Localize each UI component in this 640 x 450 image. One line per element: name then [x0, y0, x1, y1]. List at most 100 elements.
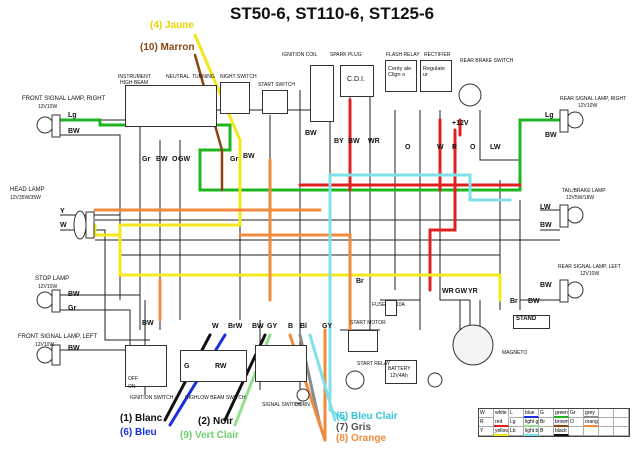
- legend-empty-cell: [599, 427, 614, 436]
- battery-spec: 12V4Ah: [390, 373, 408, 379]
- ignition-coil-box: [310, 65, 334, 122]
- label-noir: (2) Noir: [198, 416, 233, 427]
- code-bw-stand: BW: [528, 298, 540, 305]
- ignition-switch-box: [125, 345, 167, 387]
- base-wiring: [60, 90, 560, 395]
- turning-label: TURNING: [192, 74, 215, 80]
- start-relay-box: [348, 330, 378, 352]
- code-bw-tail: BW: [540, 222, 552, 229]
- code-lg-front: Lg: [68, 112, 77, 119]
- start-switch-box: [262, 90, 288, 114]
- label-gris: (7) Gris: [336, 422, 372, 433]
- code-12v: +12V: [452, 120, 469, 127]
- code-bw-stop: BW: [68, 291, 80, 298]
- signal-switch-box: [255, 345, 307, 382]
- code-bw-rear: BW: [545, 132, 557, 139]
- legend-cell: O: [569, 418, 584, 427]
- flash-relay-inner: Centy ale Clign o: [388, 66, 412, 78]
- neutral-label: NEUTRAL: [166, 74, 190, 80]
- legend-cell: Y: [479, 427, 494, 436]
- rear-signal-right-label: REAR SIGNAL LAMP, RIGHT: [560, 96, 627, 102]
- code-bw-rsl: BW: [540, 282, 552, 289]
- start-motor-label: START MOTOR: [350, 320, 386, 326]
- code-gr-night: Gr: [230, 156, 239, 163]
- legend-empty-cell: [614, 427, 629, 436]
- legend-cell: yellow: [494, 427, 509, 436]
- legend-empty-cell: [599, 409, 614, 418]
- cyan-wire: [328, 173, 512, 422]
- rear-brake-switch-label: REAR BRAKE SWITCH: [460, 58, 514, 64]
- code-br-stand: Br: [510, 298, 518, 305]
- rear-signal-right-spec: 12V10W: [578, 103, 598, 109]
- tail-brake-lamp-label: TAIL/BRAKE LAMP: [562, 188, 606, 194]
- legend-cell: grey: [584, 409, 599, 418]
- rear-signal-left-label: REAR SIGNAL LAMP, LEFT: [558, 264, 621, 270]
- code-bw-cdi: BW: [348, 138, 360, 145]
- legend-cell: W: [479, 409, 494, 418]
- tail-brake-lamp-spec: 12V5W/18W: [566, 195, 595, 201]
- code-b-sig: B: [288, 323, 294, 330]
- code-w-sw: W: [212, 323, 219, 330]
- start-switch-label: START SWITCH: [258, 82, 295, 88]
- front-signal-right-label: FRONT SIGNAL LAMP, RIGHT: [22, 96, 106, 102]
- code-w-rect: W: [437, 144, 444, 151]
- stop-lamp-label: STOP LAMP: [35, 276, 70, 282]
- code-gr-stop: Gr: [68, 305, 77, 312]
- fuse-rating: 10A: [396, 302, 405, 308]
- stop-lamp-spec: 12V10W: [38, 284, 58, 290]
- legend-cell: brown: [554, 418, 569, 427]
- lamps: [36, 83, 584, 402]
- code-bw-sig: BW: [252, 323, 264, 330]
- night-switch-label: NIGHT SWITCH: [220, 74, 257, 80]
- head-lamp-label: HEAD LAMP: [10, 187, 45, 193]
- label-marron: (10) Marron: [140, 42, 195, 53]
- code-g-sw: G: [184, 363, 190, 370]
- code-gy-sig: GY: [267, 323, 278, 330]
- code-gw-mag: GW: [455, 288, 468, 295]
- label-bleu: (6) Bleu: [120, 427, 157, 438]
- red-wire: [298, 98, 522, 292]
- code-bw-front: BW: [68, 128, 80, 135]
- code-bw-night: BW: [243, 153, 255, 160]
- legend-cell: white: [494, 409, 509, 418]
- ignition-coil-label: IGNITION COIL: [282, 52, 318, 58]
- legend-cell: green: [554, 409, 569, 418]
- night-switch-box: [220, 82, 250, 114]
- legend-cell: L: [509, 409, 524, 418]
- cdi-label: C.D.I.: [347, 76, 365, 83]
- diagram-title: ST50-6, ST110-6, ST125-6: [230, 4, 435, 23]
- label-jaune: (4) Jaune: [150, 20, 194, 31]
- legend-empty-cell: [614, 418, 629, 427]
- code-lw-tail: LW: [540, 204, 551, 211]
- legend-cell: Lg: [509, 418, 524, 427]
- code-gw-inst: GW: [178, 156, 191, 163]
- magneto-label: MAGNETO: [502, 350, 528, 356]
- rectifier-box: [420, 60, 452, 92]
- code-o-flash: O: [405, 144, 411, 151]
- high-beam-label: HIGH BEAM: [120, 80, 149, 86]
- legend-cell: B: [539, 427, 554, 436]
- flash-relay-label: FLASH RELAY: [386, 52, 420, 58]
- legend-cell: R: [479, 418, 494, 427]
- legend-cell: [584, 427, 599, 436]
- instrument-label: INSTRUMENT: [118, 74, 151, 80]
- code-bl-sig: Bl: [300, 323, 307, 330]
- highlow-switch-box: [180, 350, 247, 382]
- start-relay-label: START RELAY: [357, 361, 391, 367]
- spark-plug-label: SPARK PLUG: [330, 52, 362, 58]
- fuse-box: [385, 300, 397, 316]
- label-vert-clair: (9) Vert Clair: [180, 430, 239, 441]
- rectifier-label: RECTIFIER: [424, 52, 451, 58]
- code-wr-cdi: WR: [368, 138, 380, 145]
- code-y-head: Y: [60, 208, 65, 215]
- legend-empty-cell: [599, 418, 614, 427]
- yellow-wire: [93, 33, 502, 302]
- rectifier-inner: Regulate ur: [423, 66, 446, 78]
- front-signal-right-spec: 12V10W: [38, 104, 58, 110]
- rear-signal-left-spec: 12V10W: [580, 271, 600, 277]
- ignition-on-label: ON: [128, 384, 136, 390]
- label-blanc: (1) Blanc: [120, 413, 163, 424]
- cyan-wire-2: [308, 333, 337, 422]
